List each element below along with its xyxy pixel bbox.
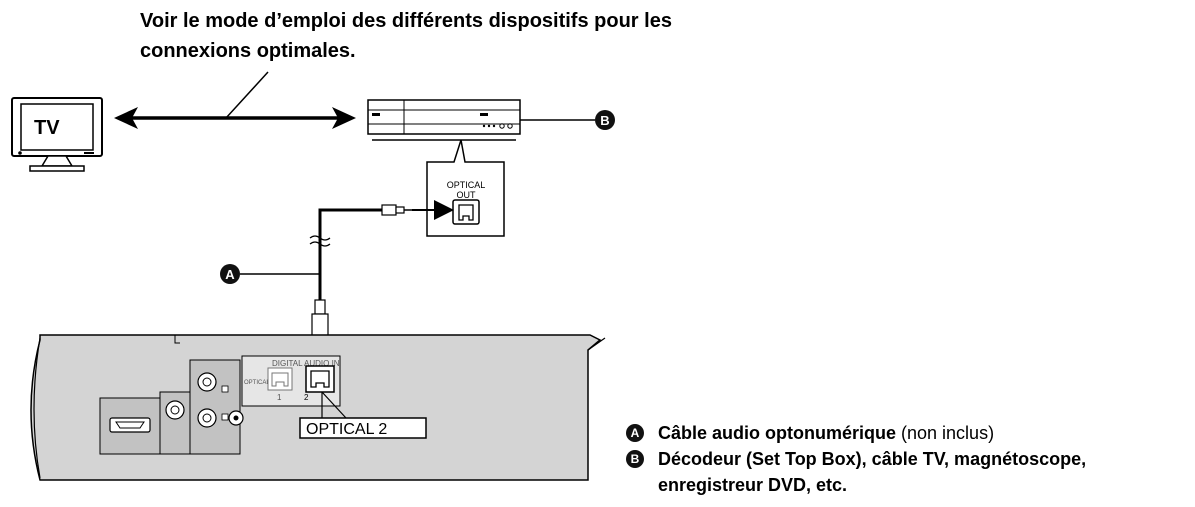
instruction-heading: Voir le mode d’emploi des différents dis… [140, 6, 672, 66]
tv-illustration: TV [11, 97, 103, 172]
legend-b-line1: Décodeur (Set Top Box), câble TV, magnét… [658, 449, 1087, 469]
external-device [367, 99, 521, 141]
marker-b: B [595, 110, 615, 130]
port-1-label: 1 [277, 393, 282, 402]
tv-device-link-arrow [114, 107, 356, 129]
legend-b-line2: enregistreur DVD, etc. [658, 475, 848, 495]
legend-item-b: B Décodeur (Set Top Box), câble TV, magn… [626, 446, 1086, 472]
tv-label: TV [34, 117, 60, 139]
heading-line-2: connexions optimales. [140, 40, 356, 62]
digital-audio-in-label: DIGITAL AUDIO IN [272, 359, 340, 368]
optical-out-label-line1: OPTICAL [447, 180, 486, 190]
marker-a: A [220, 264, 240, 284]
legend: A Câble audio optonumérique (non inclus)… [626, 420, 1086, 498]
legend-a-note: (non inclus) [896, 423, 995, 443]
optical-out-callout: OPTICAL OUT [426, 139, 505, 237]
main-unit-rear-panel: DIGITAL AUDIO IN OPTICAL 1 2 [30, 334, 606, 481]
heading-line-1: Voir le mode d’emploi des différents dis… [140, 10, 672, 32]
legend-marker-b: B [626, 450, 644, 468]
legend-a-title: Câble audio optonumérique [658, 423, 897, 443]
svg-text:A: A [225, 267, 235, 282]
legend-item-a: A Câble audio optonumérique (non inclus) [626, 420, 1086, 446]
optical-out-label-line2: OUT [457, 190, 477, 200]
heading-leader-line [225, 71, 269, 119]
legend-marker-a: A [626, 424, 644, 442]
svg-text:B: B [600, 113, 609, 128]
optical-port-1-side-label: OPTICAL [244, 380, 270, 386]
optical-2-callout: OPTICAL 2 [299, 391, 427, 439]
port-2-label: 2 [304, 393, 309, 402]
optical-2-label: OPTICAL 2 [306, 421, 387, 438]
